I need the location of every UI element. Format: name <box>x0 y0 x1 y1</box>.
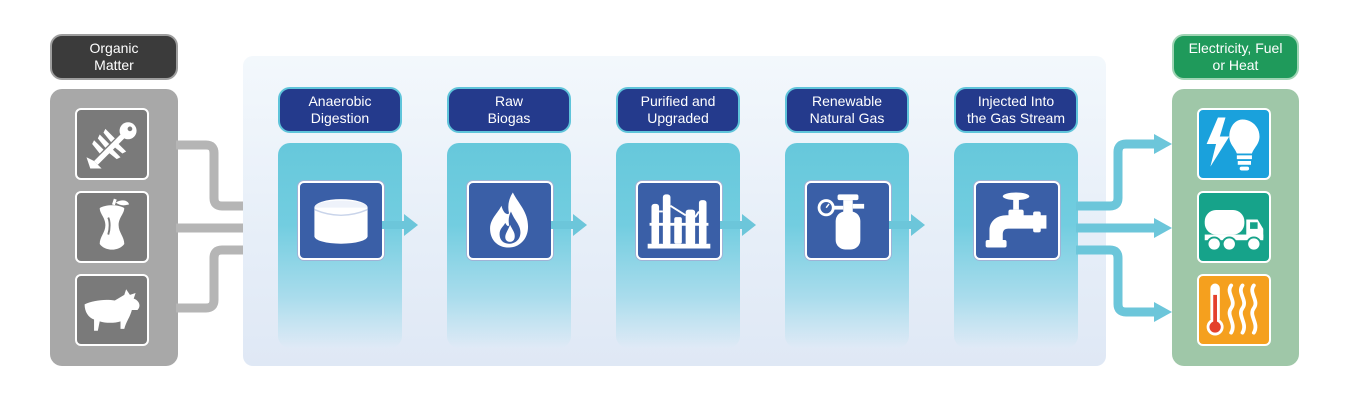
heat-thermometer-icon <box>1197 274 1271 346</box>
flame-icon <box>467 181 553 260</box>
cow-icon <box>75 274 149 346</box>
stage-label-raw-biogas: Raw Biogas <box>447 87 571 133</box>
pipeline-valve-icon <box>974 181 1060 260</box>
electricity-bulb-icon <box>1197 108 1271 180</box>
stage-label-injected-gas-stream: Injected Into the Gas Stream <box>954 87 1078 133</box>
digester-tank-icon <box>298 181 384 260</box>
stage-label-anaerobic-digestion: Anaerobic Digestion <box>278 87 402 133</box>
refinery-icon <box>636 181 722 260</box>
output-label: Electricity, Fuel or Heat <box>1172 34 1299 80</box>
process-arrows <box>382 214 925 236</box>
output-arrows <box>1076 134 1172 322</box>
stage-label-purified-upgraded: Purified and Upgraded <box>616 87 740 133</box>
apple-core-icon <box>75 191 149 263</box>
stage-label-renewable-natural-gas: Renewable Natural Gas <box>785 87 909 133</box>
input-label: Organic Matter <box>50 34 178 80</box>
fuel-truck-icon <box>1197 191 1271 263</box>
gas-cylinder-icon <box>805 181 891 260</box>
fish-bone-icon <box>75 108 149 180</box>
